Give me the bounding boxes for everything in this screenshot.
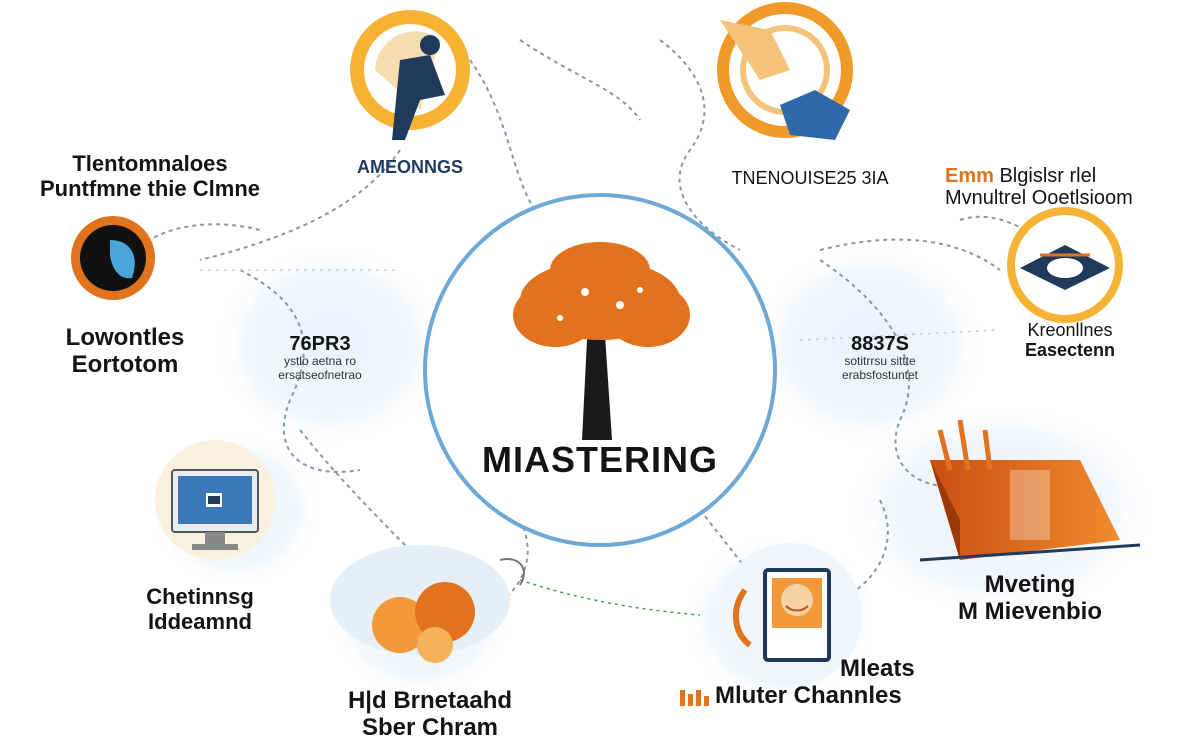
framed-face-icon	[718, 543, 862, 687]
right-icon-line2: Easectenn	[1024, 340, 1116, 361]
right-stat-value: 8837S	[851, 333, 909, 355]
left-stat: 76PR3 ystlo aetna ro ersatseofnetrao	[278, 333, 361, 382]
lower-left-label: Chetinnsg Iddeamnd	[146, 584, 254, 634]
orange-bars-icon	[680, 690, 709, 706]
bottom-right-line1: Mleats	[840, 655, 915, 682]
right-title: Emm Blgislsr rlel Mvnultrel Ooetlsioom	[945, 165, 1133, 210]
right-stat: 8837S sotitrrsu sittte erabsfostuntet	[842, 333, 918, 382]
orange-spheres-icon	[330, 545, 525, 663]
bottom-center-label: H|d Brnetaahd Sber Chram	[347, 687, 513, 742]
right-title-line1-rest: Blgislsr rlel	[999, 165, 1097, 187]
right-stat-line2: erabsfostuntet	[841, 367, 919, 382]
right-icon-line1: Kreonllnes	[1027, 320, 1113, 340]
left-icon-line2: Eortotom	[71, 350, 179, 378]
left-stat-line2: ersatseofnetrao	[278, 367, 362, 382]
green-connector	[519, 579, 701, 616]
orange-ring-icon	[71, 216, 155, 300]
left-icon-line1: Lowontles	[65, 324, 185, 351]
left-stat-value: 76PR3	[289, 333, 351, 355]
compass-icon	[1007, 207, 1123, 323]
faint-connectors	[200, 269, 1001, 341]
chart-ring-icon	[717, 2, 853, 140]
left-title-line1: Tlentomnaloes	[72, 151, 228, 176]
lower-left-line2: Iddeamnd	[148, 608, 252, 634]
center-title: MIASTERING	[481, 439, 719, 480]
right-title-line1: Emm Blgislsr rlel	[945, 165, 1133, 187]
top-right-label: TNENOUISE25 3IA	[731, 168, 889, 188]
right-title-line2: Mvnultrel Ooetlsioom	[945, 187, 1133, 210]
right-stat-line1: sotitrrsu sittte	[844, 354, 916, 369]
left-title: Tlentomnaloes Puntfmne thie Clmne	[39, 151, 261, 201]
building-icon	[919, 419, 1141, 562]
dashed-connectors	[119, 39, 1041, 621]
monitor-icon	[155, 440, 275, 560]
bottom-center-line2: Sber Chram	[361, 713, 499, 741]
right-icon-label: Kreonllnes Easectenn	[1025, 320, 1115, 360]
left-icon-label: Lowontles Eortotom	[65, 324, 185, 379]
lower-right-line1: Mveting	[984, 571, 1076, 598]
lower-right-line2: M Mievenbio	[957, 597, 1103, 625]
lower-left-line1: Chetinnsg	[146, 584, 254, 609]
lower-right-label: Mveting M Mievenbio	[957, 571, 1103, 626]
left-stat-line1: ystlo aetna ro	[283, 354, 357, 369]
person-icon	[350, 10, 470, 140]
bottom-right-line2: Mluter Channles	[715, 681, 902, 709]
bottom-center-line1: H|d Brnetaahd	[347, 687, 513, 714]
bottom-right-label: Mleats Mluter Channles	[715, 655, 915, 710]
right-title-accent: Emm	[945, 165, 994, 187]
top-left-label: AMEONNGS	[356, 157, 464, 177]
left-title-line2: Puntfmne thie Clmne	[39, 175, 261, 201]
tree-icon	[513, 242, 690, 440]
